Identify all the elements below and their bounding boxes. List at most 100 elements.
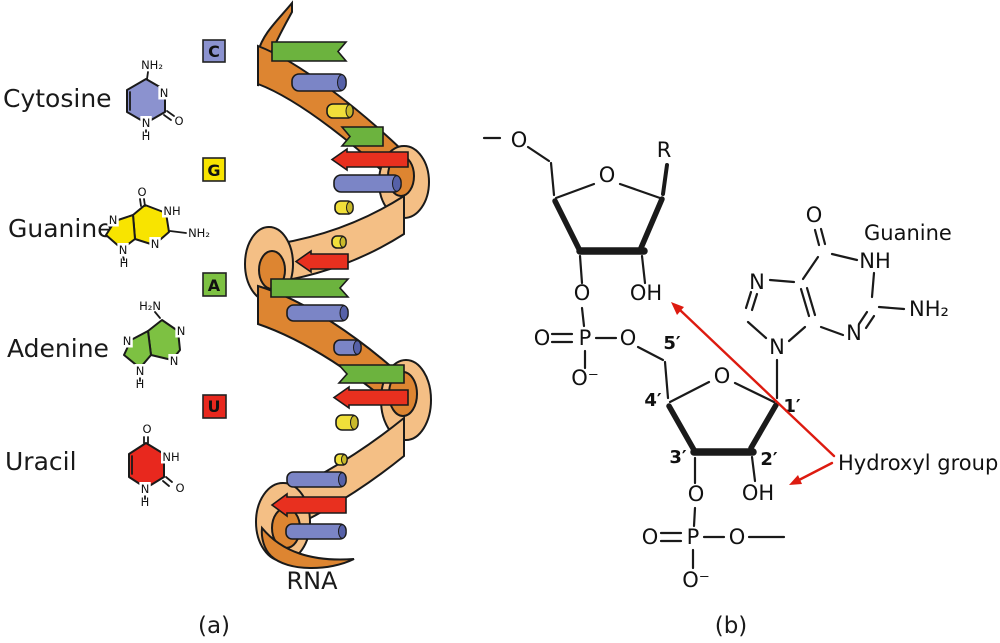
green-base-peg — [270, 278, 350, 298]
base-letter-chips: C G A U — [202, 39, 227, 419]
yellow-base-peg — [326, 103, 354, 119]
chip-u-letter: U — [208, 397, 221, 416]
atom-label: O — [714, 364, 731, 388]
atom-label: O — [806, 203, 823, 227]
atom-label: O⁻ — [682, 568, 710, 592]
atom-label: NH — [163, 204, 180, 218]
atom-label: O — [511, 128, 528, 152]
yellow-base-peg — [334, 200, 354, 215]
atom-label: N — [151, 237, 160, 251]
blue-base-peg — [286, 471, 347, 488]
adenine-name: Adenine — [7, 334, 109, 363]
atom-label: N — [769, 335, 785, 359]
panel-b-caption: (b) — [715, 613, 748, 639]
atom-label: N — [109, 213, 118, 227]
atom-label: P — [579, 326, 592, 350]
uracil-structure — [128, 436, 173, 500]
atom-label: 1′ — [783, 396, 801, 417]
atom-label: O — [174, 114, 183, 128]
yellow-base-peg — [331, 235, 347, 249]
red-annotations: Guanine Hydroxyl group — [671, 221, 998, 485]
guanine-structure — [105, 198, 187, 261]
atom-label: H — [141, 495, 150, 509]
atom-label: 5′ — [663, 333, 681, 354]
guanine-base-skeleton — [744, 227, 906, 343]
chip-a-letter: A — [208, 276, 221, 295]
atom-label: O — [574, 281, 591, 305]
atom-label: O — [175, 481, 184, 495]
blue-base-peg — [286, 304, 349, 322]
helix-top-tip — [257, 0, 293, 87]
blue-base-peg — [291, 73, 347, 92]
green-base-peg — [271, 41, 348, 62]
atom-label: O — [534, 326, 551, 350]
atom-label: NH — [162, 450, 179, 464]
atom-label: O — [620, 326, 637, 350]
atom-label: O — [642, 525, 659, 549]
atom-label: N — [123, 334, 132, 348]
hydroxyl-arrow-long — [678, 308, 836, 458]
atom-label: N — [846, 321, 862, 345]
atom-label: N — [749, 270, 765, 294]
chip-a — [202, 272, 227, 297]
lower-ribose — [666, 358, 779, 528]
hydroxyl-arrow-short — [797, 461, 834, 482]
atom-label: NH₂ — [909, 297, 949, 321]
atom-label: O⁻ — [571, 366, 599, 390]
atom-label: NH₂ — [141, 58, 163, 72]
guanine-name: Guanine — [8, 214, 113, 243]
atom-label: N — [119, 243, 128, 257]
red-base-peg — [332, 385, 409, 410]
atom-label: O — [729, 525, 746, 549]
yellow-base-peg — [334, 453, 348, 466]
red-base-peg — [330, 147, 409, 172]
atom-label: O — [142, 422, 151, 436]
atom-label: N — [141, 482, 150, 496]
cytosine-name: Cytosine — [3, 84, 112, 113]
chip-c-letter: C — [208, 42, 220, 61]
hydroxyl-annotation: Hydroxyl group — [838, 451, 998, 475]
rna-label: RNA — [286, 567, 338, 595]
helix-bottom-tip — [260, 525, 355, 569]
uracil-name: Uracil — [5, 447, 77, 476]
atom-label: OH — [742, 481, 774, 505]
atom-label: NH₂ — [188, 226, 210, 240]
chip-u — [202, 394, 227, 419]
atom-label: H — [120, 256, 129, 270]
atom-label: N — [170, 354, 179, 368]
atom-label: P — [687, 525, 700, 549]
panel-a: Cytosine Guanine Adenine Uracil — [3, 0, 432, 639]
lower-phosphate — [659, 531, 786, 570]
atom-label: O — [688, 482, 705, 506]
atom-label: R — [657, 138, 672, 162]
blue-base-peg — [333, 339, 362, 356]
yellow-base-peg — [335, 414, 359, 431]
chip-g — [202, 157, 226, 182]
adenine-structure — [123, 311, 181, 382]
green-base-peg — [340, 126, 384, 147]
red-base-peg — [294, 249, 349, 274]
atom-label: NH — [859, 249, 891, 273]
chip-g-letter: G — [207, 161, 220, 180]
rna-helix — [244, 0, 432, 569]
atom-label: N — [160, 86, 169, 100]
chip-c — [202, 39, 226, 63]
upper-ribose — [482, 136, 669, 328]
atom-label: H — [136, 377, 145, 391]
atom-label: H₂N — [139, 299, 161, 313]
atom-label: N — [136, 364, 145, 378]
atom-label: O — [137, 185, 146, 199]
upper-phosphate — [550, 332, 670, 400]
atom-label: O — [599, 163, 616, 187]
atom-label: 3′ — [669, 447, 687, 468]
guanine-annotation: Guanine — [864, 221, 952, 245]
atom-label: N — [177, 324, 186, 338]
atom-label: H — [142, 129, 151, 143]
blue-base-peg — [333, 174, 402, 193]
atom-label: 4′ — [644, 390, 662, 411]
